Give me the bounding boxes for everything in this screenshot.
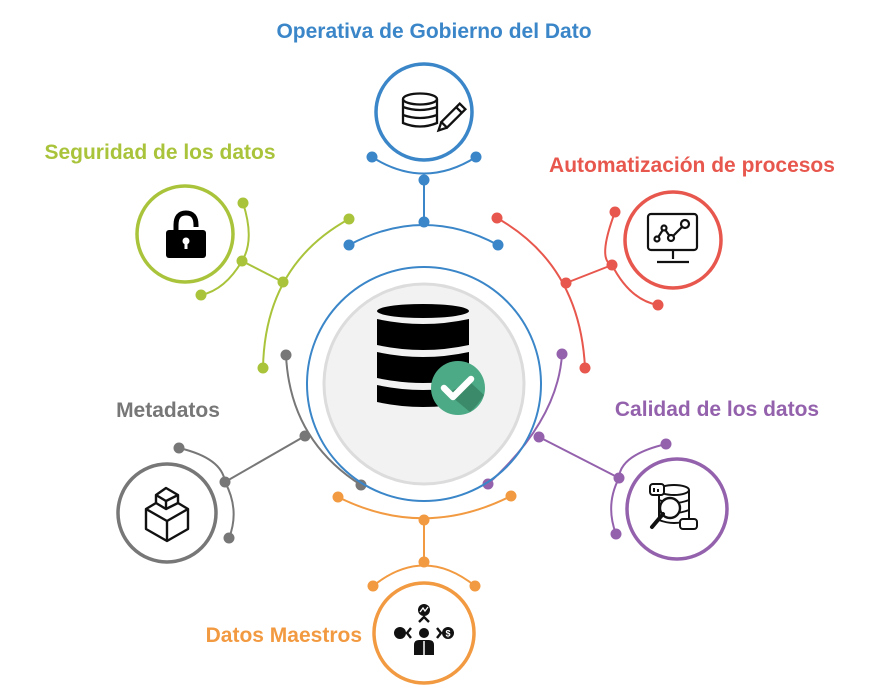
cube-box-icon — [144, 486, 190, 543]
connector-dot-metadatos — [355, 479, 367, 491]
label-calidad: Calidad de los datos — [615, 398, 819, 421]
center-inner-disc — [322, 282, 526, 486]
connector-dot-seguridad — [257, 362, 269, 374]
svg-text:$: $ — [445, 629, 450, 639]
database-pencil-icon — [401, 92, 468, 133]
connector-dot-maestros — [332, 491, 344, 503]
label-automatizacion: Automatización de procesos — [549, 154, 835, 177]
connector-line-automatizacion — [496, 217, 586, 369]
connector-dot-calidad — [660, 438, 672, 450]
connector-line-metadatos — [224, 435, 306, 483]
connector-dot-operativa — [470, 151, 482, 163]
node-ring — [374, 62, 474, 162]
connector-dot-maestros — [505, 490, 517, 502]
connector-line-calidad — [538, 436, 620, 479]
connector-dot-metadatos — [173, 442, 185, 454]
center-outer-ring — [306, 266, 542, 502]
node-ring — [116, 462, 218, 564]
connector-dot-maestros — [418, 514, 430, 526]
connector-dot-metadatos — [219, 476, 231, 488]
label-seguridad: Seguridad de los datos — [44, 141, 275, 164]
connector-dot-seguridad — [277, 276, 289, 288]
connector-dot-seguridad — [236, 255, 248, 267]
connector-dot-seguridad — [195, 289, 207, 301]
center-hub — [306, 266, 542, 502]
database-check-icon — [377, 304, 485, 415]
connector-dot-operativa — [418, 216, 430, 228]
connector-line-automatizacion — [565, 264, 613, 284]
node-metadatos — [116, 462, 218, 564]
connector-line-seguridad — [241, 260, 284, 283]
connector-dot-operativa — [418, 174, 430, 186]
connector-dot-maestros — [418, 556, 430, 568]
connector-dot-seguridad — [343, 213, 355, 225]
monitor-chart-icon — [646, 212, 699, 264]
connector-dot-automatizacion — [579, 362, 591, 374]
padlock-icon — [166, 210, 206, 258]
connector-dot-metadatos — [299, 430, 311, 442]
connector-dot-maestros — [367, 580, 379, 592]
database-magnifier-icon — [649, 483, 698, 530]
connector-dot-calidad — [610, 528, 622, 540]
connector-dot-operativa — [366, 151, 378, 163]
connector-dot-calidad — [533, 431, 545, 443]
connector-line-operativa — [371, 156, 477, 175]
connector-dot-seguridad — [237, 197, 249, 209]
connector-line-metadatos — [285, 354, 362, 486]
node-automatizacion — [623, 190, 723, 290]
connector-dot-automatizacion — [491, 212, 503, 224]
connector-dot-operativa — [492, 239, 504, 251]
node-calidad — [625, 457, 729, 561]
connector-dot-calidad — [613, 472, 625, 484]
label-metadatos: Metadatos — [116, 399, 220, 422]
connector-dot-metadatos — [280, 349, 292, 361]
connector-dot-automatizacion — [560, 277, 572, 289]
node-maestros: $ — [372, 581, 476, 685]
connector-dot-automatizacion — [652, 299, 664, 311]
node-seguridad — [135, 184, 235, 284]
label-maestros: Datos Maestros — [206, 624, 362, 647]
connector-dot-calidad — [556, 348, 568, 360]
connector-dot-automatizacion — [609, 206, 621, 218]
label-operativa: Operativa de Gobierno del Dato — [276, 20, 591, 43]
connector-dot-automatizacion — [606, 259, 618, 271]
connector-dot-maestros — [469, 580, 481, 592]
node-operativa — [374, 62, 474, 162]
manager-decision-icon: $ — [394, 604, 454, 655]
connector-line-operativa — [348, 224, 499, 246]
connector-dot-operativa — [343, 239, 355, 251]
connector-dot-metadatos — [223, 532, 235, 544]
